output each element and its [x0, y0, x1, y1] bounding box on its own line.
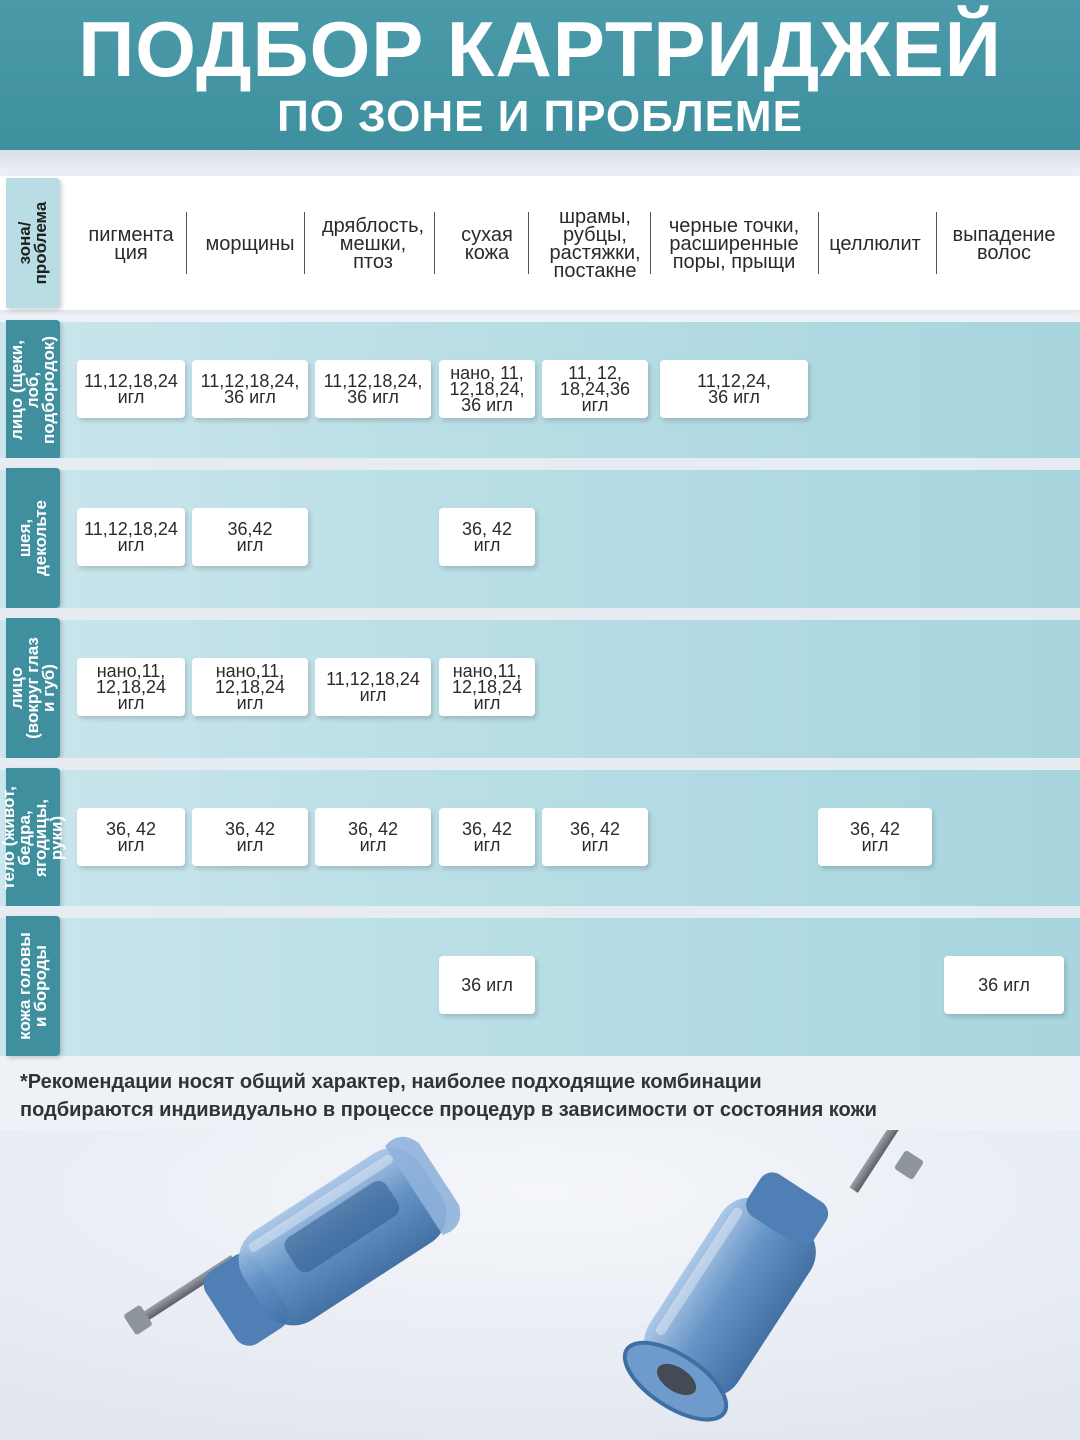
column-header-5: шрамы, рубцы, растяжки, постакне	[549, 206, 641, 282]
page-subtitle: ПО ЗОНЕ И ПРОБЛЕМЕ	[277, 92, 803, 141]
column-header-2: морщины	[205, 233, 295, 255]
column-header-7: целлюлит	[829, 233, 921, 255]
zone-label-body: тело (живот, бедра, ягодицы, руки)	[0, 768, 66, 908]
column-header-1: пигмента ция	[88, 224, 174, 264]
needle-cell: 11,12,18,24 игл	[77, 508, 185, 566]
needle-cell: 11,12,18,24 игл	[315, 658, 431, 716]
row-gap	[0, 458, 1080, 470]
needle-cell: 36 игл	[439, 956, 535, 1014]
column-separator	[304, 212, 305, 274]
column-separator	[818, 212, 819, 274]
needle-cell: нано,11, 12,18,24 игл	[192, 658, 308, 716]
needle-cell: 11,12,18,24, 36 игл	[315, 360, 431, 418]
needle-cell: 11,12,18,24, 36 игл	[192, 360, 308, 418]
row-gap	[0, 608, 1080, 620]
needle-cell: 36 игл	[944, 956, 1064, 1014]
cartridge-photo	[0, 1130, 1080, 1440]
header-banner: ПОДБОР КАРТРИДЖЕЙ ПО ЗОНЕ И ПРОБЛЕМЕ	[0, 0, 1080, 150]
needle-cell: 11, 12, 18,24,36 игл	[542, 360, 648, 418]
column-header-3: дряблость, мешки, птоз	[321, 215, 425, 273]
column-header-4: сухая кожа	[461, 224, 513, 264]
needle-cell: 11,12,24, 36 игл	[660, 360, 808, 418]
footnote: *Рекомендации носят общий характер, наиб…	[20, 1071, 877, 1121]
needle-cell: 36, 42 игл	[315, 808, 431, 866]
zone-label-neck-decollete: шея, декольте	[6, 468, 60, 608]
needle-cell: 36, 42 игл	[439, 508, 535, 566]
cartridge-left	[124, 1136, 461, 1346]
row-gap	[0, 758, 1080, 770]
needle-cell: 11,12,18,24 игл	[77, 360, 185, 418]
column-separator	[528, 212, 529, 274]
column-header-row	[0, 176, 1080, 310]
needle-cell: 36, 42 игл	[818, 808, 932, 866]
zone-row-scalp-beard	[0, 918, 1080, 1056]
column-separator	[936, 212, 937, 274]
needle-cell: 36, 42 игл	[542, 808, 648, 866]
column-header-6: черные точки, расширенные поры, прыщи	[668, 215, 800, 273]
needle-cell: 36, 42 игл	[77, 808, 185, 866]
needle-cell: нано,11, 12,18,24 игл	[77, 658, 185, 716]
needle-cell: 36, 42 игл	[439, 808, 535, 866]
needle-cell: 36,42 игл	[192, 508, 308, 566]
corner-label: зона/ проблема	[6, 178, 60, 308]
header-shadow	[0, 150, 1080, 176]
column-header-8: выпадение волос	[952, 224, 1056, 264]
column-separator	[434, 212, 435, 274]
zone-label-face-cheeks: лицо (щеки, лоб, подбородок)	[6, 320, 60, 460]
zone-label-scalp-beard: кожа головы и бороды	[6, 916, 60, 1056]
zone-label-face-eyes-lips: лицо (вокруг глаз и губ)	[6, 618, 60, 758]
column-separator	[186, 212, 187, 274]
page-title: ПОДБОР КАРТРИДЖЕЙ	[78, 5, 1002, 93]
row-gap	[0, 906, 1080, 918]
cartridge-right	[622, 1130, 924, 1422]
column-separator	[650, 212, 651, 274]
needle-cell: нано, 11, 12,18,24, 36 игл	[439, 360, 535, 418]
needle-cell: нано,11, 12,18,24 игл	[439, 658, 535, 716]
needle-cell: 36, 42 игл	[192, 808, 308, 866]
